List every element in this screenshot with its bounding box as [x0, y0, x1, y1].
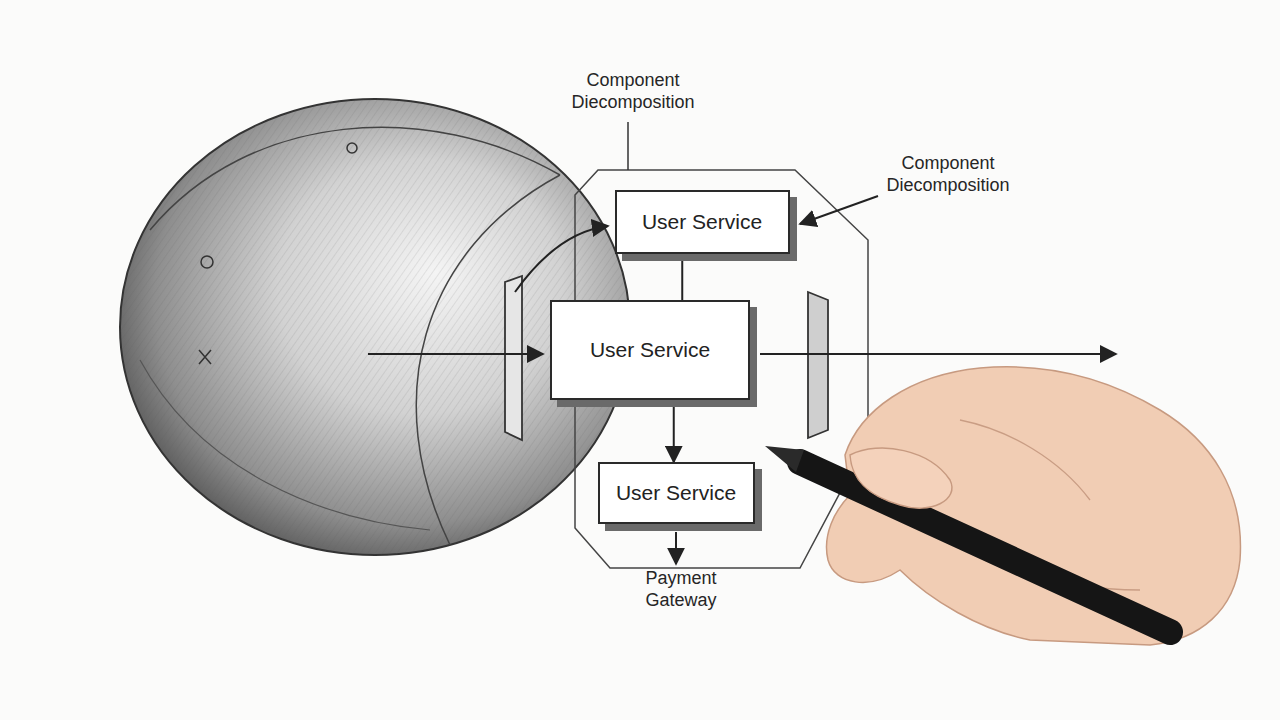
pen — [800, 462, 1170, 632]
box-label: User Service — [642, 210, 762, 234]
right-bracket — [808, 292, 828, 438]
finger-line — [960, 420, 1140, 590]
output-arrow — [760, 353, 1116, 355]
annotation-label: Payment Gateway — [626, 568, 736, 611]
sphere-contour — [140, 360, 430, 530]
box-label: User Service — [616, 481, 736, 505]
service-box: User Service — [598, 462, 755, 524]
sphere-contour — [150, 127, 560, 230]
pen-tip — [765, 446, 804, 472]
box-label: User Service — [590, 338, 710, 362]
sphere-point — [347, 143, 357, 153]
connector — [673, 400, 675, 462]
service-box: User Service — [550, 300, 750, 400]
sphere-contour — [416, 175, 560, 545]
sphere-point — [201, 256, 213, 268]
connector — [681, 254, 683, 300]
annotation-label: Component Diecomposition — [868, 153, 1028, 196]
hand — [827, 367, 1241, 645]
leader-line — [627, 122, 629, 170]
leader-arrow — [800, 196, 878, 224]
leader-arrow — [675, 532, 677, 564]
input-arrow — [515, 226, 608, 292]
thumb — [850, 448, 952, 508]
input-arrow — [368, 353, 543, 355]
service-box: User Service — [615, 190, 790, 254]
annotation-label: Component Diecomposition — [558, 70, 708, 113]
left-bracket — [505, 276, 522, 440]
sphere-cross — [199, 350, 211, 364]
